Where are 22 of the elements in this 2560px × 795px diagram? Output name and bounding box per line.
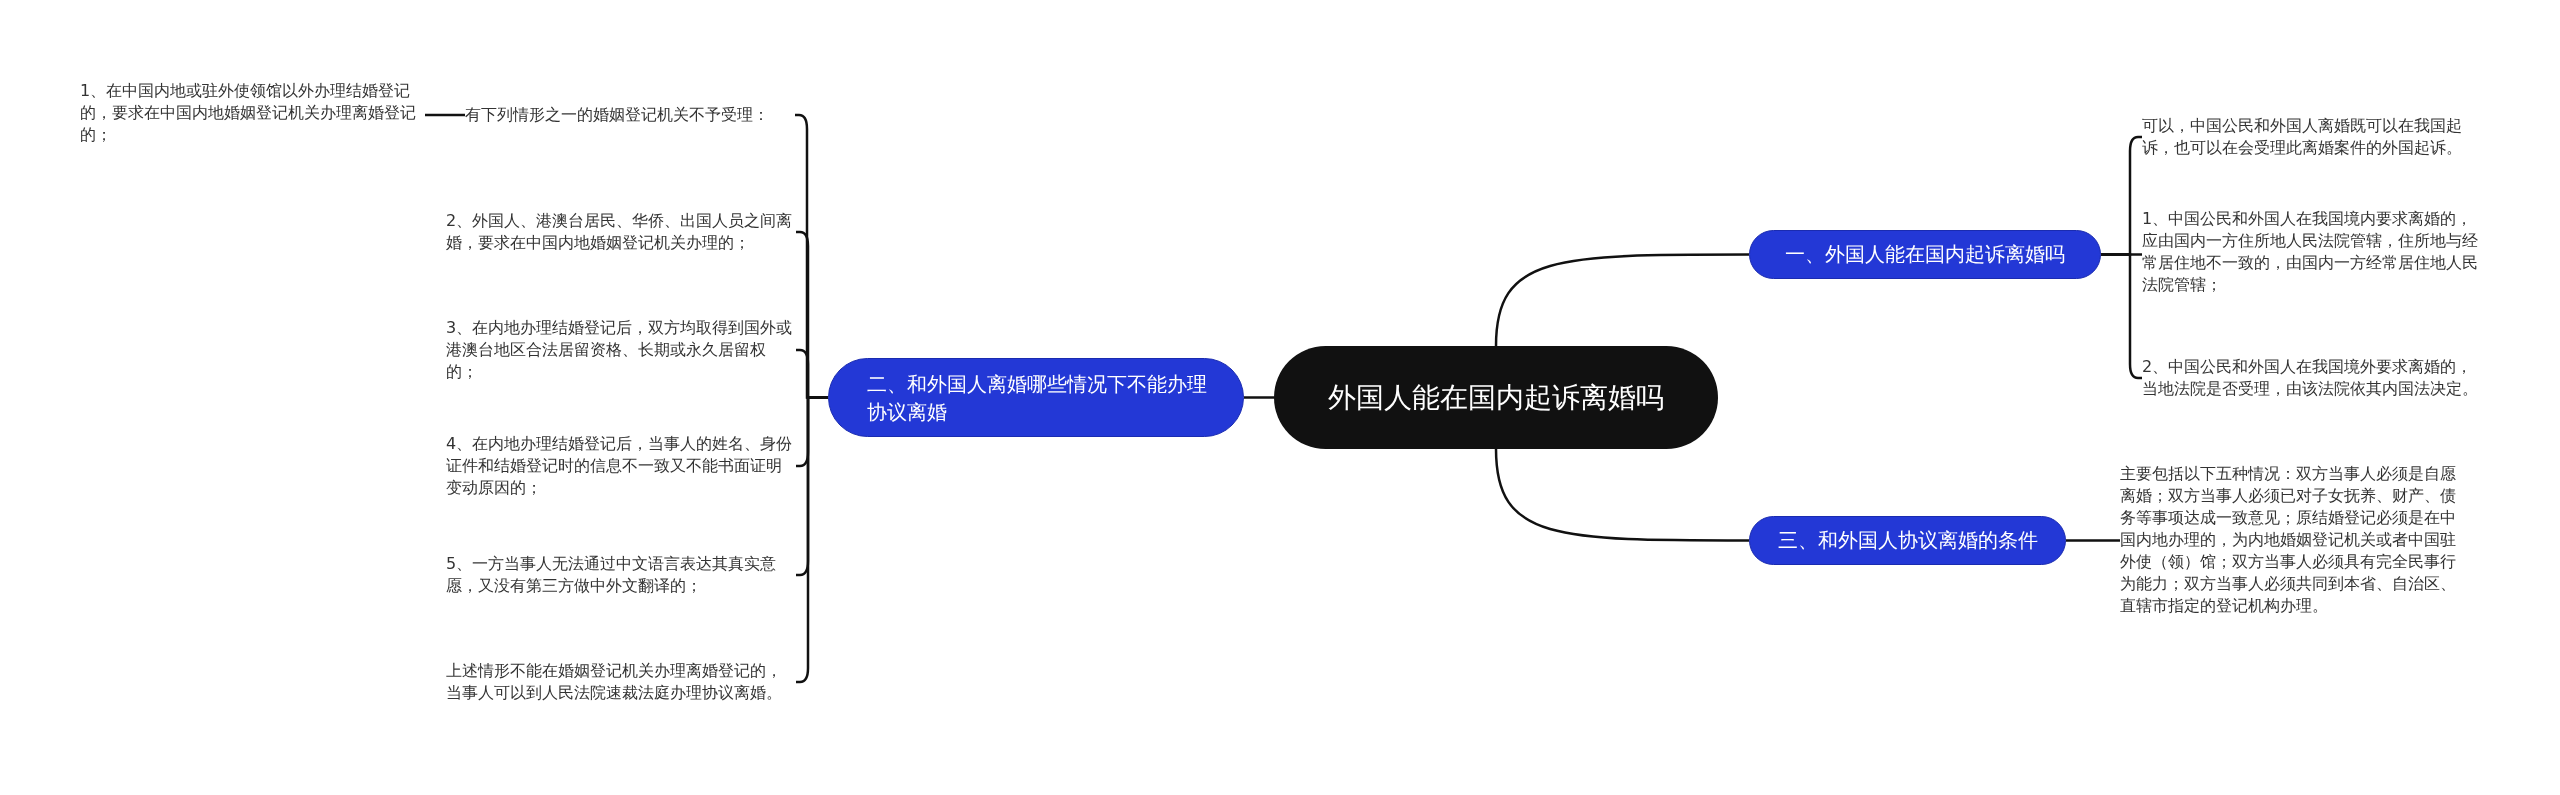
central-topic: 外国人能在国内起诉离婚吗 bbox=[1274, 346, 1718, 449]
note-text: 2、外国人、港澳台居民、华侨、出国人员之间离婚，要求在中国内地婚姻登记机关办理的； bbox=[446, 210, 796, 254]
note-text: 2、中国公民和外国人在我国境外要求离婚的，当地法院是否受理，由该法院依其内国法决定。 bbox=[2142, 356, 2487, 400]
note-text: 1、中国公民和外国人在我国境内要求离婚的，应由国内一方住所地人民法院管辖，住所地与经常居住地不一致的，由国内一方经常居住地人民法院管辖； bbox=[2142, 208, 2487, 296]
note-text: 1、在中国内地或驻外使领馆以外办理结婚登记的，要求在中国内地婚姻登记机关办理离婚登记的； bbox=[80, 80, 425, 146]
note-text: 上述情形不能在婚姻登记机关办理离婚登记的，当事人可以到人民法院速裁法庭办理协议离婚。 bbox=[446, 660, 796, 704]
connector-line bbox=[1494, 448, 1749, 542]
note-text: 有下列情形之一的婚姻登记机关不予受理： bbox=[465, 104, 795, 126]
connector-line bbox=[796, 396, 828, 684]
note-text: 4、在内地办理结婚登记后，当事人的姓名、身份证件和结婚登记时的信息不一致又不能书面证明变动原因的； bbox=[446, 433, 796, 499]
connector-line bbox=[2066, 539, 2120, 542]
connector-line bbox=[1244, 396, 1274, 399]
topic-pill: 三、和外国人协议离婚的条件 bbox=[1749, 516, 2066, 565]
connector-line bbox=[425, 113, 465, 117]
topic-pill: 二、和外国人离婚哪些情况下不能办理协议离婚 bbox=[828, 358, 1244, 437]
note-text: 主要包括以下五种情况：双方当事人必须是自愿离婚；双方当事人必须已对子女抚养、财产、债务等事项达成一致意见；原结婚登记必须是在中国内地办理的，为内地婚姻登记机关或者中国驻外使（领）馆；双方当事人必须具有完全民事行为能力；双方当事人必须共同到本省、自治区、直辖市指定的登记机构办理。 bbox=[2120, 463, 2460, 617]
connector-line bbox=[1494, 253, 1749, 347]
note-text: 3、在内地办理结婚登记后，双方均取得到国外或港澳台地区合法居留资格、长期或永久居留权的； bbox=[446, 317, 796, 383]
note-text: 可以，中国公民和外国人离婚既可以在我国起诉，也可以在会受理此离婚案件的外国起诉。 bbox=[2142, 115, 2487, 159]
topic-pill: 一、外国人能在国内起诉离婚吗 bbox=[1749, 230, 2101, 279]
connector-line bbox=[2101, 253, 2142, 380]
note-text: 5、一方当事人无法通过中文语言表达其真实意愿，又没有第三方做中外文翻译的； bbox=[446, 553, 796, 597]
